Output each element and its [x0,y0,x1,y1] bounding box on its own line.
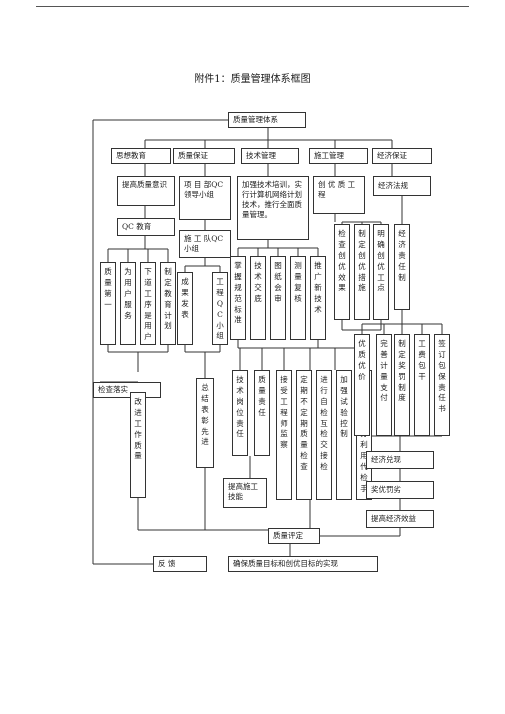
node-serve-users: 为用户服务 [120,262,136,345]
node-reward-excellent: 奖优罚劣 [366,481,434,499]
node-strengthen-testing: 加强试验控制 [336,370,352,500]
node-qc-education: QC 教育 [117,218,175,236]
node-technical-management: 技术管理 [241,148,299,164]
node-team-qc-group: 施 工 队QC 小组 [179,230,231,258]
node-ensure-goals: 确保质量目标和创优目标的实现 [228,556,378,572]
page-title: 附件1：质量管理体系框图 [194,74,311,85]
node-self-mutual-check: 进行自检互检交接检 [316,370,332,500]
node-ideological-education: 思想教育 [111,148,171,164]
node-quality-price: 优质优价 [354,334,370,436]
node-drawing-review: 图纸会审 [270,256,286,340]
node-technical-briefing: 技术交底 [250,256,266,340]
node-construction-management: 施工管理 [309,148,368,164]
node-quality-management-system: 质量管理体系 [228,112,306,128]
node-responsibility-contract: 签订包保责任书 [434,334,450,436]
node-quality-assurance: 质量保证 [173,148,235,164]
node-economic-regulations: 经济法规 [373,176,431,196]
node-project-qc-leading-group: 项 目 部QC 领导小组 [179,176,231,220]
node-metering-payment: 完善计量支付 [376,334,392,436]
node-check-implementation: 检查落实 [93,382,161,398]
node-quality-assessment: 质量评定 [268,528,320,544]
node-quality-duty: 质量责任 [254,370,270,456]
node-improve-work-quality: 改进工作质量 [130,392,146,498]
node-excellence-sites: 明确创优工点 [373,224,389,320]
header-rule [36,6,469,7]
node-master-standards: 掌握规范标准 [230,256,246,340]
node-commend-advanced: 总结表彰先进 [196,378,214,468]
node-promote-new-tech: 推广新技术 [310,256,326,340]
node-improve-skills: 提高施工技能 [223,478,267,508]
node-periodic-inspection: 定期不定期质量检查 [296,370,312,500]
node-economic-assurance: 经济保证 [372,148,432,164]
node-technical-training: 加强技术培训，实行计算机网络计划技术，推行全面质量管理。 [237,176,309,240]
node-education-plan: 制定教育计划 [160,262,176,345]
node-feedback: 反 馈 [153,556,207,572]
node-reward-penalty-rules: 制定奖罚制度 [394,334,410,436]
node-cost-contract: 工费包干 [414,334,430,436]
node-excellence-measures: 制定创优措施 [354,224,370,320]
node-survey-recheck: 测量复核 [290,256,306,340]
node-technical-post-duty: 技术岗位责任 [232,370,248,456]
node-quality-first: 质量第一 [100,262,116,345]
node-economic-responsibility: 经济责任制 [394,224,410,310]
node-quality-project: 创 优 质 工程 [313,176,365,214]
node-engineer-supervision: 接受工程师监察 [276,370,292,500]
node-engineering-qc-group: 工程QC小组 [212,272,228,345]
node-economic-benefit: 提高经济效益 [366,510,434,528]
node-economic-fulfillment: 经济兑现 [366,451,434,469]
node-check-excellence-effect: 检查创优效果 [334,224,350,320]
node-results-publication: 成果发表 [177,272,193,345]
node-next-process-is-user: 下道工序是用户 [140,262,156,345]
node-raise-quality-awareness: 提高质量意识 [117,176,175,206]
